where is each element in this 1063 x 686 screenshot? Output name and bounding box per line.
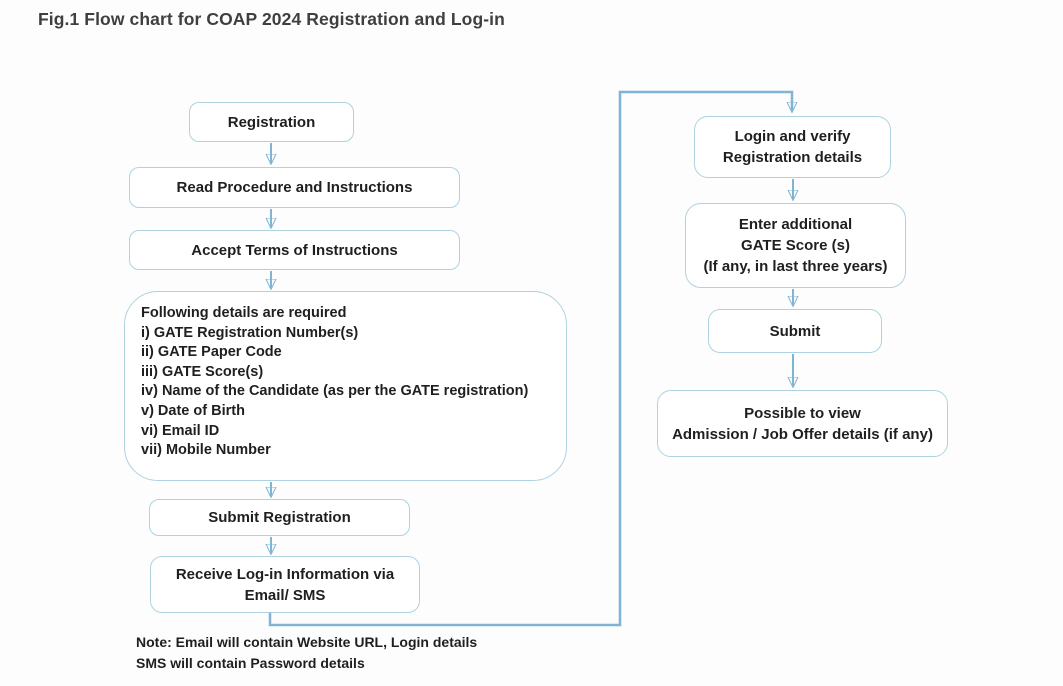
node-submit-registration-label: Submit Registration [208, 509, 351, 526]
login-verify-line-1: Login and verify [734, 128, 851, 145]
node-read-procedure-label: Read Procedure and Instructions [176, 179, 413, 196]
required-details-item-7: vii) Mobile Number [141, 442, 271, 459]
login-verify-line-2: Registration details [722, 149, 863, 166]
receive-login-line-1: Receive Log-in Information via [175, 565, 395, 583]
node-submit-label: Submit [769, 322, 821, 340]
enter-additional-line-3: (If any, in last three years) [703, 258, 888, 275]
node-possible-to-view: Possible to view Admission / Job Offer d… [657, 390, 948, 457]
footnote-line-2: SMS will contain Password details [136, 655, 365, 671]
node-receive-login-info: Receive Log-in Information via Email/ SM… [150, 556, 420, 613]
node-accept-terms: Accept Terms of Instructions [129, 230, 460, 270]
footnote: Note: Email will contain Website URL, Lo… [136, 632, 477, 674]
node-submit: Submit [708, 309, 882, 353]
required-details-item-5: v) Date of Birth [141, 402, 245, 419]
required-details-item-2: ii) GATE Paper Code [141, 344, 282, 361]
node-accept-terms-label: Accept Terms of Instructions [191, 241, 398, 259]
required-details-heading: Following details are required [141, 305, 347, 321]
node-submit-registration: Submit Registration [149, 499, 410, 536]
node-enter-additional-gate-score: Enter additional GATE Score (s) (If any,… [685, 203, 906, 288]
node-read-procedure: Read Procedure and Instructions [129, 167, 460, 208]
receive-login-line-2: Email/ SMS [244, 586, 326, 604]
figure-title: Fig.1 Flow chart for COAP 2024 Registrat… [38, 9, 505, 29]
required-details-item-3: iii) GATE Score(s) [141, 363, 264, 380]
possible-view-line-2: Admission / Job Offer details (if any) [672, 425, 933, 443]
possible-view-line-1: Possible to view [744, 404, 861, 422]
footnote-line-1: Note: Email will contain Website URL, Lo… [136, 634, 478, 650]
node-registration-label: Registration [227, 113, 316, 131]
required-details-item-4: iv) Name of the Candidate (as per the GA… [141, 383, 529, 400]
enter-additional-line-1: Enter additional [738, 216, 853, 233]
required-details-item-1: i) GATE Registration Number(s) [141, 324, 359, 341]
required-details-item-6: vi) Email ID [141, 422, 220, 439]
node-required-details: Following details are required i) GATE R… [124, 291, 567, 481]
node-registration: Registration [189, 102, 354, 142]
enter-additional-line-2: GATE Score (s) [741, 237, 850, 254]
node-login-verify: Login and verify Registration details [694, 116, 891, 178]
